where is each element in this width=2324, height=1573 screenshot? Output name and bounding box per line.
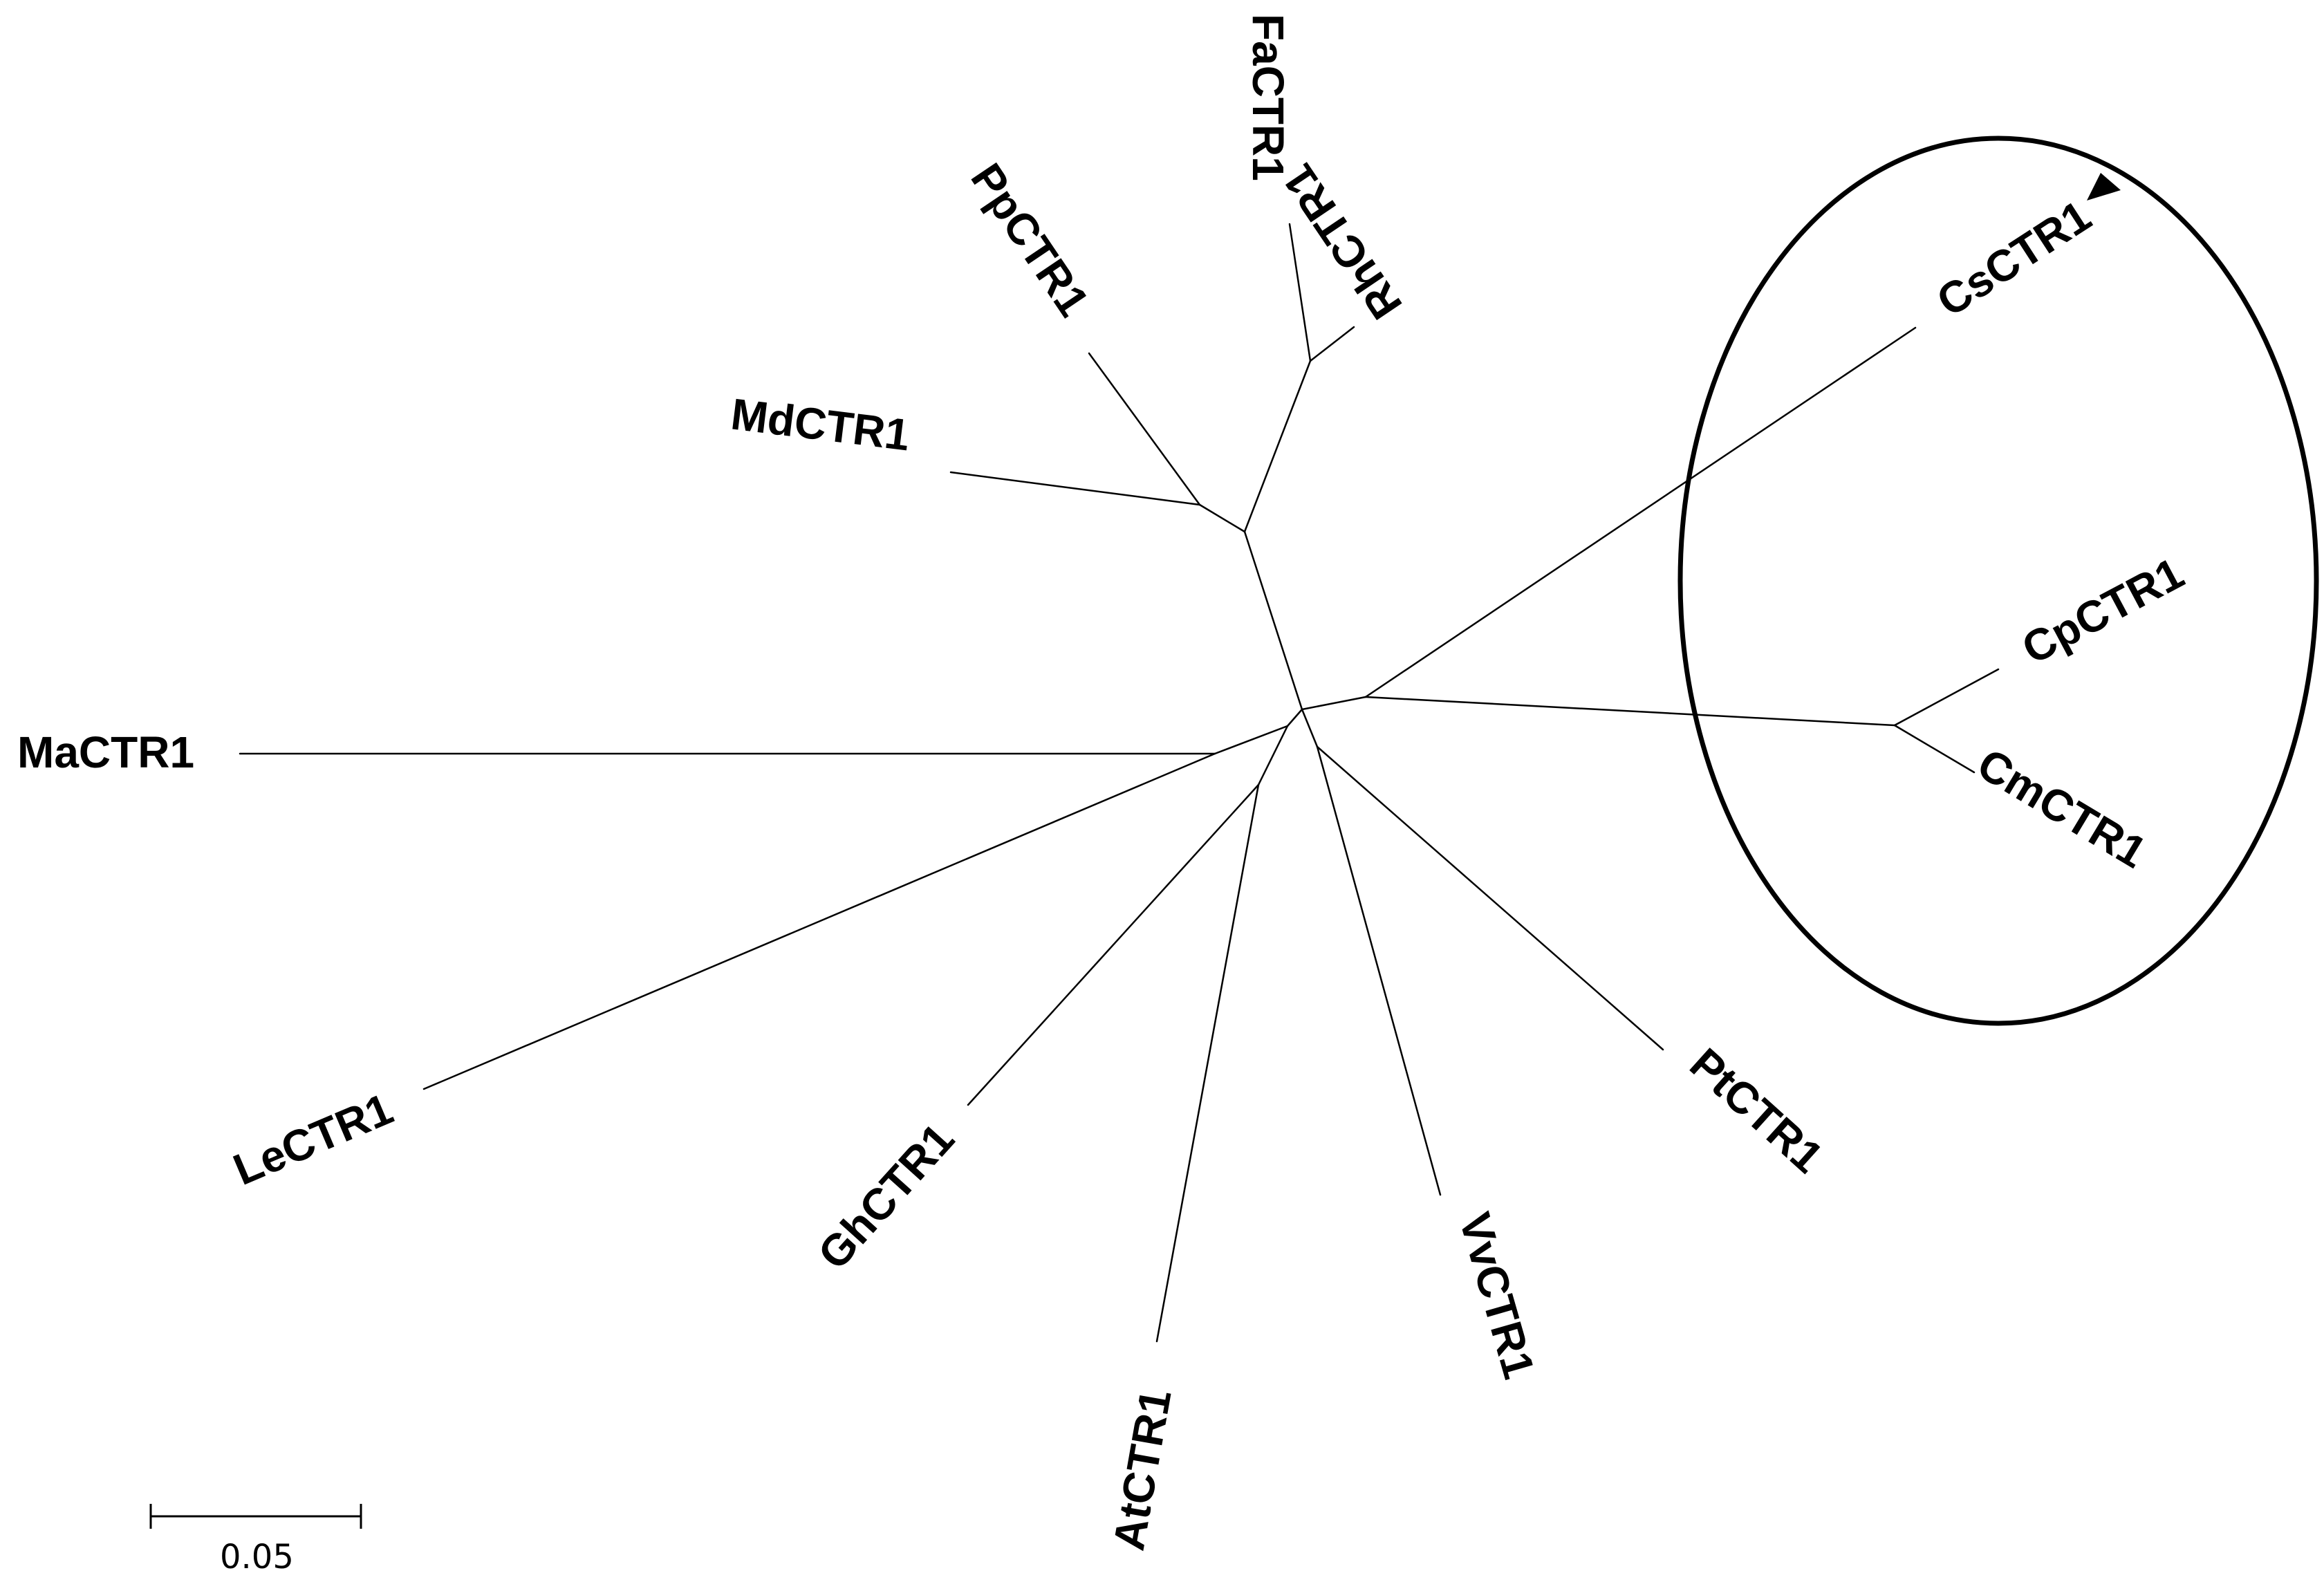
branch-cs bbox=[1364, 326, 1917, 698]
leaf-label-pp: PpCTR1 bbox=[961, 155, 1099, 326]
branch-cp bbox=[1893, 668, 2000, 727]
branch-center-inner-a bbox=[1286, 708, 1303, 727]
tree-leaf-labels: FaCTR1 RhCTR1 PpCTR1 MdCTR1 MaCTR1 CsCTR… bbox=[17, 14, 2191, 1554]
branch-gh bbox=[967, 783, 1260, 1106]
leaf-label-cp: CpCTR1 bbox=[2014, 548, 2192, 673]
clade-highlight-ellipse bbox=[1677, 136, 2319, 1026]
branch-cp-cm-stem bbox=[1364, 696, 1896, 727]
branch-rh bbox=[1309, 326, 1355, 362]
leaf-label-md: MdCTR1 bbox=[728, 389, 912, 460]
branch-rosaceae-stem bbox=[1243, 530, 1303, 711]
leaf-label-fa: FaCTR1 bbox=[1243, 14, 1293, 181]
scale-bar: 0.05 bbox=[149, 1504, 362, 1573]
leaf-label-pt: PtCTR1 bbox=[1681, 1039, 1833, 1182]
branch-vv bbox=[1316, 745, 1442, 1196]
branch-le bbox=[422, 752, 1216, 1090]
branch-at bbox=[1155, 783, 1260, 1343]
leaf-label-rh: RhCTR1 bbox=[1273, 156, 1412, 328]
leaf-label-cs: CsCTR1 bbox=[1928, 191, 2099, 326]
triangle-marker-icon bbox=[2087, 173, 2121, 201]
branch-center-to-cuc bbox=[1301, 696, 1367, 711]
branch-pp-md-stem bbox=[1198, 503, 1246, 533]
branch-fa-rh-stem bbox=[1243, 360, 1312, 533]
tree-branches bbox=[239, 223, 2000, 1343]
branch-vv-pt-stem bbox=[1301, 708, 1319, 748]
branch-pp bbox=[1088, 352, 1201, 506]
leaf-label-le: LeCTR1 bbox=[226, 1083, 400, 1195]
branch-cm bbox=[1893, 724, 1976, 774]
branch-fa bbox=[1288, 223, 1312, 362]
branch-md bbox=[949, 471, 1201, 506]
branch-center-inner-b bbox=[1214, 725, 1289, 755]
leaf-label-gh: GhCTR1 bbox=[808, 1114, 964, 1278]
leaf-label-at: AtCTR1 bbox=[1104, 1386, 1181, 1554]
branch-gh-at-stem bbox=[1257, 725, 1289, 786]
leaf-label-ma: MaCTR1 bbox=[17, 727, 194, 777]
scale-bar-label: 0.05 bbox=[220, 1538, 294, 1573]
leaf-label-cm: CmCTR1 bbox=[1969, 738, 2155, 877]
leaf-label-vv: VvCTR1 bbox=[1450, 1207, 1545, 1384]
branch-pt bbox=[1316, 745, 1664, 1051]
